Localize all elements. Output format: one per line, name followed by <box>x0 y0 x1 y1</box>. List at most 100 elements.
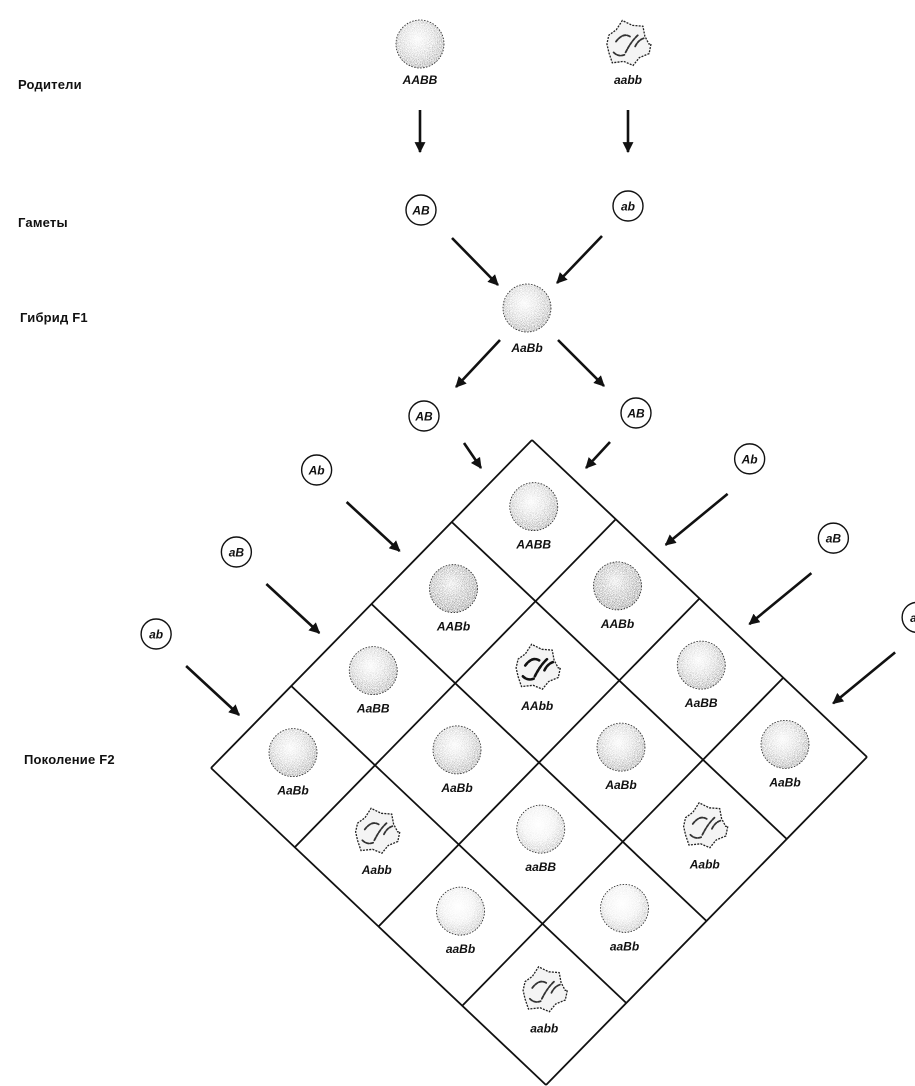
wrinkled-seed-icon <box>354 807 401 854</box>
grid-cell-AAbb: AAbb <box>515 643 562 713</box>
cell-genotype-label: AaBb <box>604 778 636 792</box>
round-seed-icon <box>432 725 482 775</box>
round-seed-icon <box>676 640 726 690</box>
arrow-icon <box>556 235 603 284</box>
label-f2-generation: Поколение F2 <box>24 752 115 767</box>
parent-genotype-label: aabb <box>614 73 642 87</box>
round-seed-icon <box>760 719 810 769</box>
round-seed-icon <box>348 646 398 696</box>
grid-cell-AaBb: AaBb <box>760 719 810 789</box>
cell-genotype-label: AaBB <box>684 696 718 710</box>
parent-gamete-AB: AB <box>405 194 437 226</box>
grid-cell-AaBb: AaBb <box>268 728 318 798</box>
right-gamete-Ab: Ab <box>733 443 766 475</box>
cell-genotype-label: AABb <box>436 620 470 634</box>
parent-gamete-ab: ab <box>612 190 644 222</box>
cell-genotype-label: aaBB <box>525 860 556 874</box>
cell-genotype-label: AaBB <box>356 702 390 716</box>
arrow-icon <box>451 237 499 286</box>
grid-cell-AaBb: AaBb <box>432 725 482 795</box>
grid-cell-Aabb: Aabb <box>682 801 729 871</box>
arrow-icon <box>832 651 896 705</box>
grid-cell-AABb: AABb <box>429 564 478 634</box>
cell-genotype-label: AABB <box>515 538 551 552</box>
arrow-icon <box>265 583 321 634</box>
grid-cell-aaBb: aaBb <box>436 886 485 956</box>
f1-genotype-label: AaBb <box>510 341 542 355</box>
gamete-label: aB <box>229 546 245 560</box>
gamete-label: Ab <box>741 452 758 466</box>
wrinkled-seed-icon <box>515 643 562 690</box>
wrinkled-seed-icon <box>682 801 729 849</box>
grid-gametes: Ab aB ab Ab aB ab <box>140 443 915 716</box>
gamete-label: ab <box>149 628 163 642</box>
wrinkled-seed-icon <box>522 965 569 1013</box>
gamete-label: AB <box>626 407 645 421</box>
left-gamete-aB: aB <box>220 536 253 568</box>
grid-cell-AaBB: AaBB <box>676 640 726 710</box>
arrow-icon <box>345 501 401 552</box>
gamete-label: aB <box>826 532 842 546</box>
parents-row: AABB aabb <box>395 19 652 154</box>
right-gamete-aB: aB <box>817 522 850 554</box>
arrow-icon <box>748 572 813 626</box>
label-f1-hybrid: Гибрид F1 <box>20 310 88 325</box>
round-seed-icon <box>600 883 649 933</box>
f1-hybrid: AaBb <box>455 283 605 388</box>
round-seed-icon <box>593 561 642 611</box>
grid-cell-aabb: aabb <box>522 965 569 1035</box>
grid-cell-aaBB: aaBB <box>516 804 566 874</box>
cell-genotype-label: AAbb <box>520 699 553 713</box>
round-seed-icon <box>509 482 559 532</box>
cell-genotype-label: AaBb <box>276 784 308 798</box>
round-seed-icon <box>502 283 552 333</box>
grid-cell-aaBb: aaBb <box>600 883 649 953</box>
f1-gamete-left: AB <box>408 400 440 432</box>
grid-line <box>545 756 868 1086</box>
cell-genotype-label: AaBb <box>768 775 800 789</box>
grid-line <box>290 685 627 1004</box>
parent-genotype-label: AABB <box>402 73 438 87</box>
arrow-icon <box>462 442 483 469</box>
grid-cell-AABb: AABb <box>593 561 642 631</box>
cell-genotype-label: AaBb <box>440 781 472 795</box>
grid-cell-AaBb: AaBb <box>596 722 646 792</box>
grid-line <box>377 597 701 928</box>
left-gamete-ab: ab <box>140 618 172 650</box>
gamete-label: AB <box>414 410 433 424</box>
grid-cell-Aabb: Aabb <box>354 807 401 877</box>
gamete-label: Ab <box>308 464 325 478</box>
arrow-icon <box>557 339 605 387</box>
cell-genotype-label: aabb <box>530 1021 558 1035</box>
right-gamete-ab: ab <box>901 601 915 633</box>
gamete-label: AB <box>411 204 430 218</box>
grid-cell-AABB: AABB <box>509 482 559 552</box>
round-seed-icon <box>516 804 566 854</box>
cell-genotype-label: Aabb <box>361 863 392 877</box>
cell-genotype-label: aaBb <box>610 939 639 953</box>
cell-genotype-label: AABb <box>600 617 634 631</box>
arrow-icon <box>455 339 501 388</box>
f1-gamete-right: AB <box>620 397 652 429</box>
round-seed-icon <box>395 19 445 69</box>
label-parents: Родители <box>18 77 82 92</box>
gamete-label: ab <box>621 200 635 214</box>
grid-line <box>461 677 784 1007</box>
round-seed-icon <box>436 886 485 936</box>
grid-cell-AaBB: AaBB <box>348 646 398 716</box>
round-seed-icon <box>268 728 318 778</box>
arrow-icon <box>585 441 611 469</box>
round-seed-icon <box>596 722 646 772</box>
cell-genotype-label: Aabb <box>689 857 720 871</box>
arrow-icon <box>185 665 241 716</box>
cell-genotype-label: aaBb <box>446 942 475 956</box>
gamete-label: ab <box>910 611 915 625</box>
left-gamete-Ab: Ab <box>300 454 333 486</box>
arrow-icon <box>664 492 729 546</box>
grid-line <box>210 767 547 1086</box>
wrinkled-seed-icon <box>606 19 652 67</box>
round-seed-icon <box>429 564 478 614</box>
